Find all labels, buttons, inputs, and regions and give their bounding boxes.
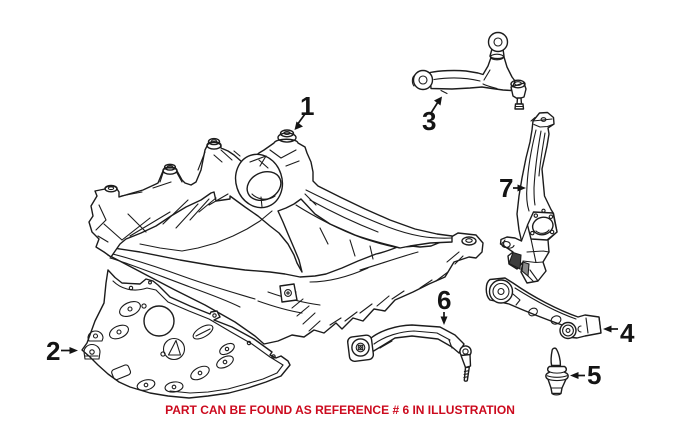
callout-6-label: 6 (437, 285, 451, 315)
arrowhead-icon (294, 121, 303, 130)
callout-1: 1 (294, 91, 314, 130)
callout-2: 2 (46, 336, 78, 366)
callout-5: 5 (570, 360, 601, 390)
callout-3-label: 3 (422, 106, 436, 136)
arrowhead-icon (517, 184, 526, 192)
callout-3: 3 (422, 96, 442, 136)
arrowhead-icon (603, 325, 612, 333)
callout-1-label: 1 (300, 91, 314, 121)
rear-lower-control-arm-illustration (485, 277, 602, 340)
subframe-illustration (88, 129, 484, 345)
callout-7: 7 (499, 173, 526, 203)
callout-6: 6 (437, 285, 451, 325)
reference-caption: PART CAN BE FOUND AS REFERENCE # 6 IN IL… (165, 403, 515, 417)
arrowhead-icon (434, 96, 442, 106)
callout-3-arrow (430, 101, 439, 114)
arrowhead-icon (69, 347, 78, 354)
callout-4-label: 4 (620, 318, 635, 348)
steering-knuckle-illustration (499, 111, 558, 284)
callout-5-label: 5 (587, 360, 601, 390)
front-lower-control-arm-illustration (346, 324, 472, 382)
callout-7-label: 7 (499, 173, 513, 203)
arrowhead-icon (440, 316, 448, 325)
callout-4: 4 (603, 318, 635, 348)
arrowhead-icon (570, 372, 579, 379)
skid-plate-illustration (81, 269, 291, 399)
ball-joint-illustration (545, 347, 569, 396)
upper-control-arm-illustration (411, 31, 527, 110)
callout-2-label: 2 (46, 336, 60, 366)
